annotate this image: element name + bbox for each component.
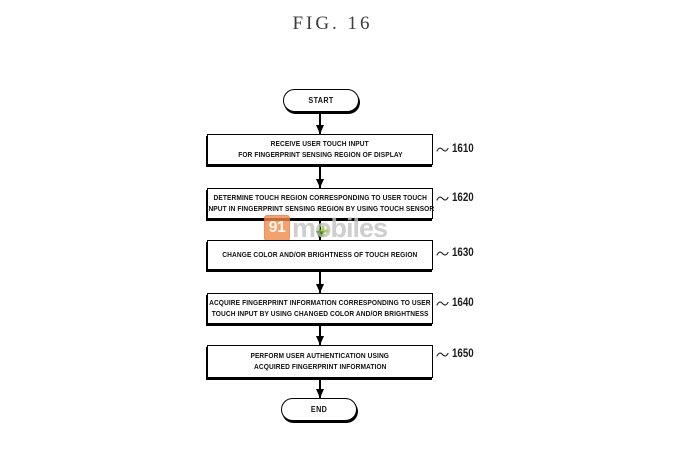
flow-step-1650: PERFORM USER AUTHENTICATION USING ACQUIR… [207, 345, 433, 378]
ref-number: 1610 [452, 143, 474, 155]
watermark-mobiles-text: mobiles [292, 215, 387, 241]
tilde-connector-icon [436, 350, 449, 359]
ref-label-1650: 1650 [436, 348, 478, 360]
end-node-label: END [311, 405, 327, 414]
start-node-label: START [308, 96, 333, 105]
ref-number: 1630 [452, 247, 474, 259]
arrow-1610-to-1620 [319, 165, 321, 188]
ref-number: 1620 [452, 192, 474, 204]
step-1610-line-2: FOR FINGERPRINT SENSING REGION OF DISPLA… [238, 150, 402, 161]
ref-label-1630: 1630 [436, 247, 478, 259]
ref-label-1610: 1610 [436, 143, 478, 155]
step-1620-line-1: DETERMINE TOUCH REGION CORRESPONDING TO … [213, 193, 426, 204]
tilde-connector-icon [436, 299, 449, 308]
watermark-letters-biles: biles [331, 213, 388, 243]
arrow-1640-to-1650 [319, 323, 321, 345]
watermark-letter-o: o [315, 215, 331, 241]
step-1640-line-1: ACQUIRE FINGERPRINT INFORMATION CORRESPO… [209, 298, 430, 309]
step-1640-line-2: TOUCH INPUT BY USING CHANGED COLOR AND/O… [212, 309, 429, 320]
tilde-connector-icon [436, 194, 449, 203]
step-1650-line-1: PERFORM USER AUTHENTICATION USING [251, 351, 390, 362]
watermark-91mobiles: 91 mobiles [264, 214, 387, 242]
ref-number: 1650 [452, 348, 474, 360]
step-1630-line-1: CHANGE COLOR AND/OR BRIGHTNESS OF TOUCH … [222, 250, 417, 261]
end-node: END [281, 398, 357, 421]
tilde-connector-icon [436, 145, 449, 154]
flow-step-1630: CHANGE COLOR AND/OR BRIGHTNESS OF TOUCH … [207, 240, 433, 270]
watermark-letter-m: m [292, 213, 315, 243]
arrow-start-to-1610 [319, 112, 321, 134]
start-node: START [283, 89, 359, 112]
watermark-green-cross-icon [321, 225, 324, 236]
step-1650-line-2: ACQUIRED FINGERPRINT INFORMATION [254, 362, 386, 373]
watermark-91-badge: 91 [264, 215, 290, 241]
flow-step-1610: RECEIVE USER TOUCH INPUT FOR FINGERPRINT… [207, 134, 433, 165]
arrow-1650-to-end [319, 378, 321, 398]
figure-title: FIG. 16 [0, 13, 665, 35]
ref-label-1620: 1620 [436, 192, 478, 204]
tilde-connector-icon [436, 249, 449, 258]
arrow-1630-to-1640 [319, 270, 321, 293]
ref-label-1640: 1640 [436, 297, 478, 309]
ref-number: 1640 [452, 297, 474, 309]
step-1610-line-1: RECEIVE USER TOUCH INPUT [271, 139, 369, 150]
watermark-91-text: 91 [269, 219, 286, 237]
flow-step-1640: ACQUIRE FINGERPRINT INFORMATION CORRESPO… [207, 293, 433, 324]
